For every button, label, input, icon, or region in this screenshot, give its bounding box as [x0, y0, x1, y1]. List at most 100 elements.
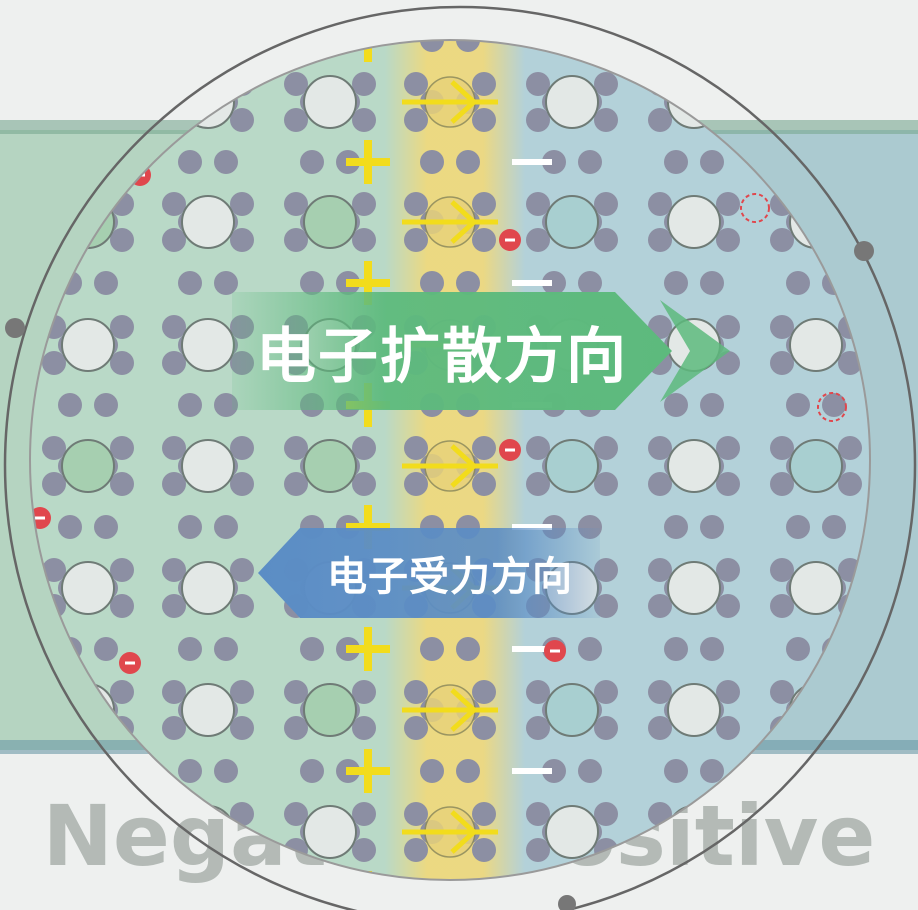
- valence-dot: [404, 108, 428, 132]
- valence-dot: [230, 680, 254, 704]
- valence-dot: [58, 515, 82, 539]
- lattice-atom: [181, 318, 235, 372]
- lattice-atom: [303, 683, 357, 737]
- valence-dot: [284, 716, 308, 740]
- valence-dot: [648, 228, 672, 252]
- valence-dot: [526, 802, 550, 826]
- electron-sign: [505, 238, 515, 242]
- valence-dot: [716, 228, 740, 252]
- valence-dot: [420, 271, 444, 295]
- valence-dot: [42, 472, 66, 496]
- lattice-atom: [667, 561, 721, 615]
- valence-dot: [456, 150, 480, 174]
- valence-dot: [786, 515, 810, 539]
- valence-dot: [404, 716, 428, 740]
- valence-dot: [526, 192, 550, 216]
- valence-dot: [162, 594, 186, 618]
- positive-ion-sign: [346, 140, 390, 184]
- valence-dot: [214, 515, 238, 539]
- valence-dot: [420, 637, 444, 661]
- valence-dot: [770, 228, 794, 252]
- valence-dot: [770, 315, 794, 339]
- valence-dot: [162, 351, 186, 375]
- valence-dot: [162, 436, 186, 460]
- valence-dot: [352, 802, 376, 826]
- valence-dot: [404, 436, 428, 460]
- valence-dot: [284, 228, 308, 252]
- lattice-atom: [181, 439, 235, 493]
- valence-dot: [404, 228, 428, 252]
- field-arrow-head: [450, 688, 478, 732]
- valence-dot: [594, 192, 618, 216]
- hole: [817, 392, 847, 422]
- valence-dot: [594, 72, 618, 96]
- valence-dot: [594, 680, 618, 704]
- valence-dot: [838, 436, 862, 460]
- valence-dot: [94, 393, 118, 417]
- lattice-atom: [181, 683, 235, 737]
- ring-handle: [854, 241, 874, 261]
- valence-dot: [472, 436, 496, 460]
- positive-ion-sign: [346, 261, 390, 305]
- field-arrow-head: [450, 200, 478, 244]
- valence-dot: [664, 637, 688, 661]
- valence-dot: [472, 472, 496, 496]
- lattice-atom: [545, 683, 599, 737]
- lattice-atom: [789, 318, 843, 372]
- valence-dot: [648, 594, 672, 618]
- valence-dot: [110, 315, 134, 339]
- valence-dot: [284, 108, 308, 132]
- lattice-atom: [303, 439, 357, 493]
- valence-dot: [178, 393, 202, 417]
- valence-dot: [594, 228, 618, 252]
- lattice-atom: [545, 75, 599, 129]
- force-arrow-banner: [258, 528, 600, 618]
- valence-dot: [526, 72, 550, 96]
- valence-dot: [526, 838, 550, 862]
- valence-dot: [526, 472, 550, 496]
- valence-dot: [700, 515, 724, 539]
- valence-dot: [230, 472, 254, 496]
- valence-dot: [472, 228, 496, 252]
- valence-dot: [648, 558, 672, 582]
- valence-dot: [648, 680, 672, 704]
- valence-dot: [162, 472, 186, 496]
- valence-dot: [352, 436, 376, 460]
- valence-dot: [284, 472, 308, 496]
- valence-dot: [110, 680, 134, 704]
- valence-dot: [42, 436, 66, 460]
- lattice-atom: [667, 683, 721, 737]
- valence-dot: [578, 271, 602, 295]
- valence-dot: [594, 716, 618, 740]
- valence-dot: [404, 838, 428, 862]
- valence-dot: [648, 436, 672, 460]
- valence-dot: [162, 228, 186, 252]
- valence-dot: [352, 192, 376, 216]
- lattice-atom: [61, 439, 115, 493]
- lattice-atom: [303, 75, 357, 129]
- valence-dot: [110, 228, 134, 252]
- valence-dot: [716, 680, 740, 704]
- valence-dot: [716, 192, 740, 216]
- lens-outer-ring: [3, 5, 917, 910]
- valence-dot: [578, 759, 602, 783]
- valence-dot: [420, 40, 444, 52]
- valence-dot: [404, 72, 428, 96]
- valence-dot: [456, 637, 480, 661]
- valence-dot: [456, 271, 480, 295]
- valence-dot: [648, 716, 672, 740]
- valence-dot: [110, 472, 134, 496]
- lattice-atom: [303, 805, 357, 859]
- valence-dot: [404, 472, 428, 496]
- negative-ion-sign: [512, 646, 552, 652]
- valence-dot: [230, 108, 254, 132]
- valence-dot: [770, 594, 794, 618]
- valence-dot: [838, 472, 862, 496]
- valence-dot: [472, 802, 496, 826]
- valence-dot: [284, 72, 308, 96]
- valence-dot: [786, 393, 810, 417]
- diffusion-direction-label: 电子扩散方向: [256, 321, 628, 392]
- valence-dot: [230, 228, 254, 252]
- valence-dot: [178, 150, 202, 174]
